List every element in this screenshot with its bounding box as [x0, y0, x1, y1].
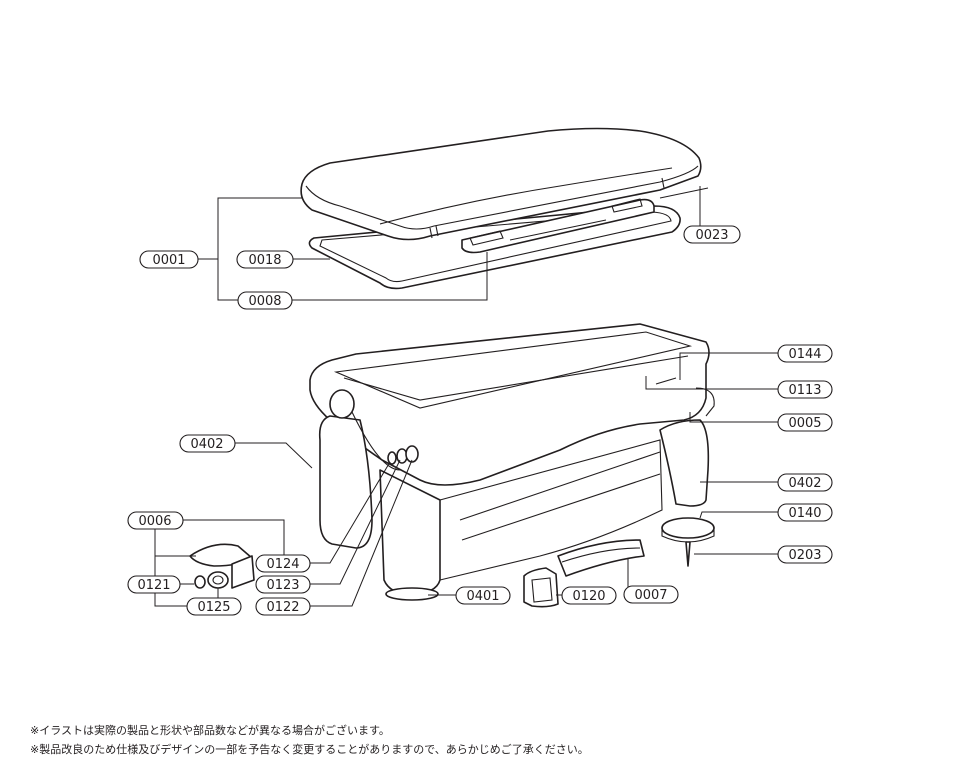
part-label-0123: 0123 — [255, 575, 311, 594]
part-label-0008: 0008 — [237, 291, 293, 310]
svg-text:0122: 0122 — [266, 600, 299, 615]
svg-text:0401: 0401 — [466, 589, 499, 604]
part-label-0402-left: 0402 — [179, 434, 236, 453]
pin-0023 — [659, 187, 709, 199]
disclaimer-illustration: ※イラストは実際の製品と形状や部品数などが異なる場合がございます。 — [30, 724, 390, 737]
part-label-0018: 0018 — [236, 250, 294, 269]
leader-lines — [154, 186, 778, 607]
part-label-0140: 0140 — [777, 503, 833, 522]
part-label-0001: 0001 — [139, 250, 199, 269]
part-label-0007: 0007 — [623, 585, 679, 604]
belt-0007 — [557, 539, 645, 577]
screw-0144 — [655, 377, 677, 385]
svg-text:0124: 0124 — [266, 557, 299, 572]
part-label-0113: 0113 — [777, 380, 833, 399]
part-label-0124: 0124 — [255, 554, 311, 573]
part-label-0005: 0005 — [777, 413, 833, 432]
part-label-0122: 0122 — [255, 597, 311, 616]
svg-text:0125: 0125 — [197, 600, 230, 615]
cooler-body — [309, 323, 715, 601]
svg-text:0008: 0008 — [248, 294, 281, 309]
disclaimer-specification: ※製品改良のため仕様及びデザインの一部を予告なく変更することがありますので、あら… — [30, 743, 589, 756]
part-label-0203: 0203 — [777, 545, 833, 564]
svg-text:0113: 0113 — [788, 383, 821, 398]
drain-0125 — [207, 571, 229, 589]
svg-text:0023: 0023 — [695, 228, 728, 243]
plugs-0124-0123-0122 — [387, 445, 419, 465]
svg-text:0006: 0006 — [138, 514, 171, 529]
svg-text:0123: 0123 — [266, 578, 299, 593]
part-label-0402-right: 0402 — [777, 473, 833, 492]
part-label-0125: 0125 — [186, 597, 242, 616]
svg-text:0144: 0144 — [788, 347, 821, 362]
svg-text:0007: 0007 — [634, 588, 667, 603]
latch-0006 — [189, 543, 255, 589]
foot-0140 — [661, 517, 715, 543]
part-label-0023: 0023 — [683, 225, 741, 244]
buckle-0120 — [523, 567, 559, 608]
washer-0121 — [194, 575, 206, 589]
hinge-bar — [461, 198, 655, 254]
svg-text:0402: 0402 — [788, 476, 821, 491]
part-label-0120: 0120 — [561, 586, 617, 605]
part-label-0121: 0121 — [127, 575, 181, 594]
screw-0203 — [685, 541, 691, 567]
svg-text:0121: 0121 — [137, 578, 170, 593]
part-label-0401: 0401 — [455, 586, 511, 605]
svg-text:0001: 0001 — [152, 253, 185, 268]
svg-text:0140: 0140 — [788, 506, 821, 521]
svg-text:0018: 0018 — [248, 253, 281, 268]
svg-text:0203: 0203 — [788, 548, 821, 563]
svg-text:0120: 0120 — [572, 589, 605, 604]
svg-text:0005: 0005 — [788, 416, 821, 431]
lid — [300, 127, 702, 241]
part-label-0006: 0006 — [127, 511, 184, 530]
svg-text:0402: 0402 — [190, 437, 223, 452]
part-label-0144: 0144 — [777, 344, 833, 363]
